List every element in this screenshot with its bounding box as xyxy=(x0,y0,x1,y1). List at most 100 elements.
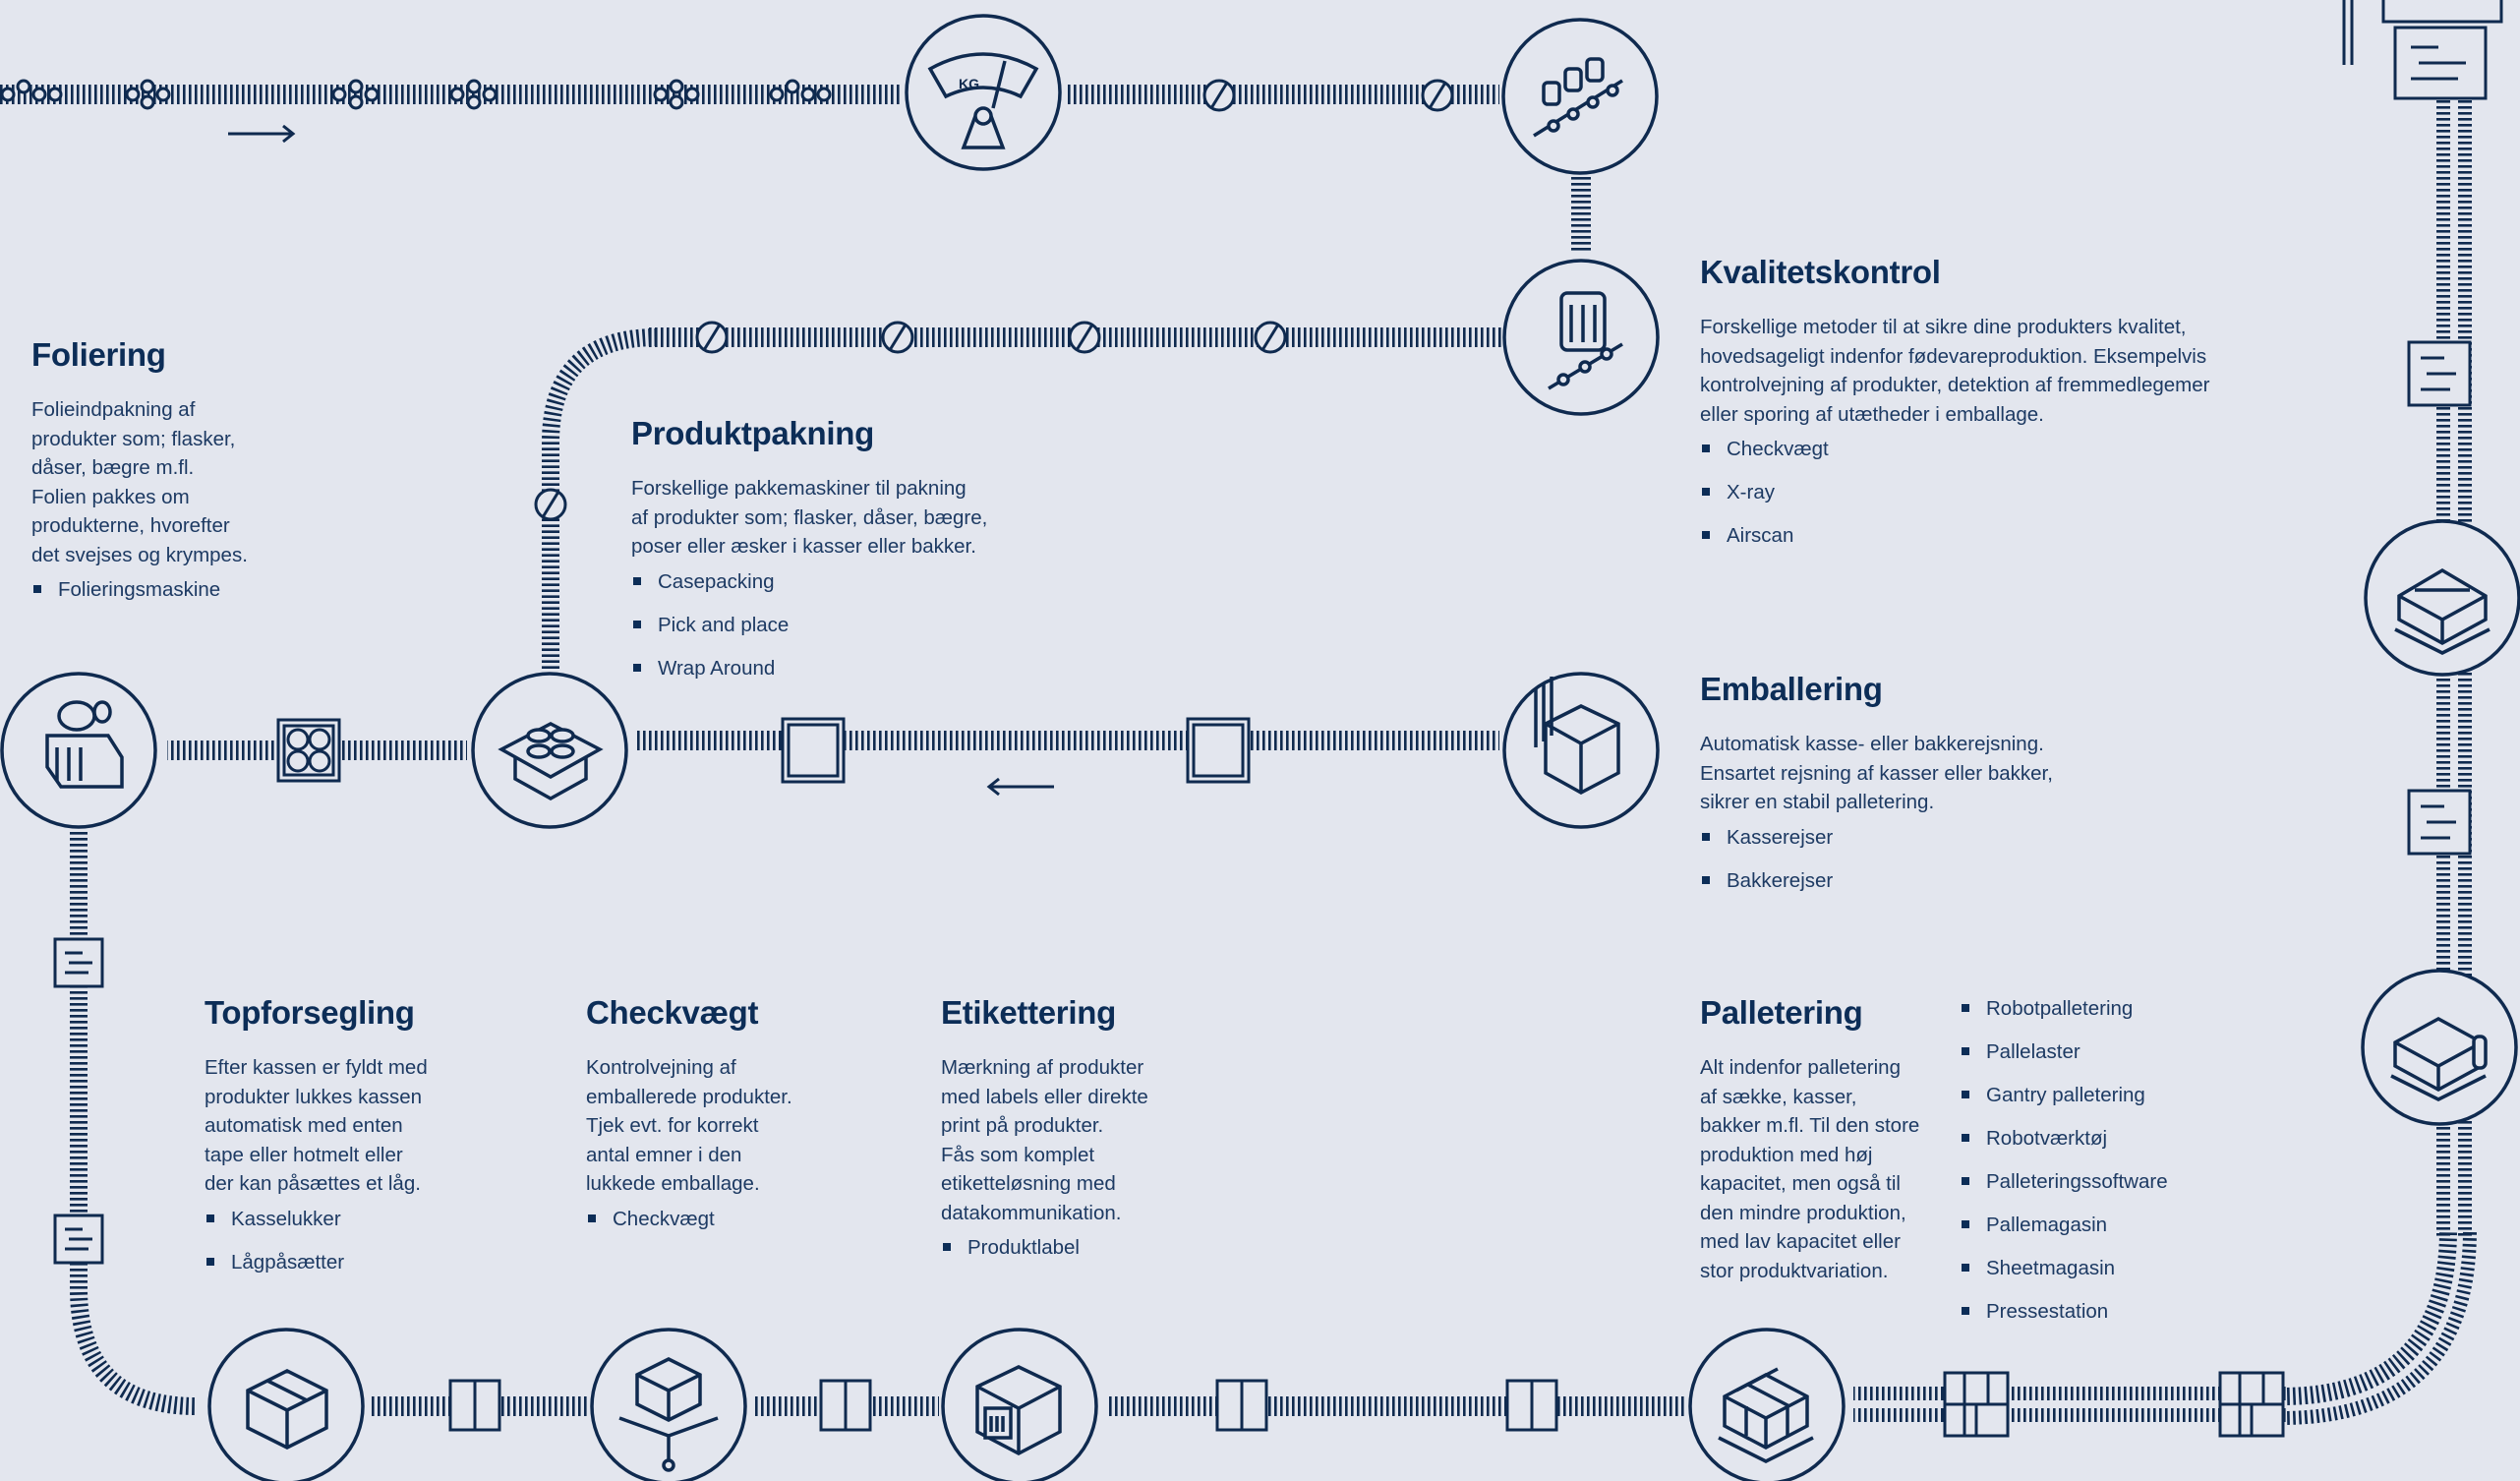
bottle-group-5 xyxy=(653,79,700,110)
conveyor-pallet-curve-2 xyxy=(2280,1228,2477,1425)
list-item: Bakkerejser xyxy=(1700,866,2113,895)
description-line: produktion med høj xyxy=(1700,1143,1873,1166)
section-list: Checkvægt X-ray Airscan xyxy=(1700,435,2290,550)
description-line: der kan påsættes et låg. xyxy=(205,1172,421,1195)
list-item: Robotværktøj xyxy=(1960,1124,2235,1153)
section-description: Forskellige metoder til at sikre dine pr… xyxy=(1700,313,2290,429)
bottle-group-4 xyxy=(449,79,498,110)
pallet-tiles xyxy=(1943,1371,2285,1438)
pallet-stack-icon xyxy=(1688,1328,1846,1481)
list-item: Robotpalletering xyxy=(1960,994,2235,1023)
label-tile-icon xyxy=(53,1214,104,1265)
description-line: bakker m.fl. Til den store xyxy=(1700,1114,1920,1137)
description-line: emballerede produkter. xyxy=(586,1085,792,1108)
can-icon xyxy=(695,321,729,354)
section-title: Emballering xyxy=(1700,671,1883,707)
list-item: Pressestation xyxy=(1960,1297,2235,1326)
list-item: Wrap Around xyxy=(631,654,1044,682)
conveyor-left-vertical xyxy=(70,832,198,1415)
description-line: af sække, kasser, xyxy=(1700,1085,1857,1108)
conveyor-vertical-kvalitet xyxy=(1571,175,1591,254)
pallet-stretch-icon xyxy=(2361,969,2518,1126)
pallet-topview-icon xyxy=(1943,1371,2010,1438)
label-tiles xyxy=(53,0,2503,1265)
section-list: Checkvægt xyxy=(586,1205,842,1233)
can-icon xyxy=(1202,79,1236,112)
description-line: af produkter som; flasker, dåser, bægre, xyxy=(631,505,988,529)
section-title: Topforsegling xyxy=(205,994,415,1031)
list-item: Gantry palletering xyxy=(1960,1081,2235,1109)
section-title: Palletering xyxy=(1700,994,1863,1031)
description-line: stor produktvariation. xyxy=(1700,1259,1889,1282)
section-title: Checkvægt xyxy=(586,994,759,1031)
section-title: Produktpakning xyxy=(631,415,874,451)
box-sideview-icon xyxy=(1215,1379,1268,1432)
exit-frame-icon xyxy=(2342,0,2503,65)
list-item: Pallelaster xyxy=(1960,1037,2235,1066)
label-tile-icon xyxy=(2407,789,2472,856)
conveyor-pallet-curve xyxy=(2280,1228,2457,1405)
conveyor-curve xyxy=(542,328,658,669)
labelled-box-icon xyxy=(941,1328,1098,1481)
section-description: Automatisk kasse- eller bakkerejsning. E… xyxy=(1700,730,2113,817)
box-on-scale-icon xyxy=(590,1328,747,1481)
description-line: dåser, bægre m.fl. xyxy=(31,456,195,479)
box-sideview-icon xyxy=(819,1379,872,1432)
description-line: datakommunikation. xyxy=(941,1201,1122,1224)
description-line: sikrer en stabil palletering. xyxy=(1700,791,1935,813)
open-box-topview-icon xyxy=(781,717,846,784)
can-icon xyxy=(881,321,914,354)
section-list: Kasserejser Bakkerejser xyxy=(1700,823,2113,895)
description-line: etiketteløsning med xyxy=(941,1172,1116,1195)
description-line: Alt indenfor palletering xyxy=(1700,1056,1901,1079)
list-item: Sheetmagasin xyxy=(1960,1254,2235,1282)
section-title: Etikettering xyxy=(941,994,1116,1031)
section-list: Folieringsmaskine xyxy=(31,575,287,604)
film-wrapper-icon xyxy=(0,672,157,829)
label-tile-icon xyxy=(53,937,104,988)
scale-kg-icon: KG xyxy=(905,14,1062,171)
case-packer-icon xyxy=(471,672,628,829)
can-icon xyxy=(1254,321,1287,354)
description-line: tape eller hotmelt eller xyxy=(205,1143,403,1166)
section-description: Kontrolvejning af emballerede produkter.… xyxy=(586,1053,842,1199)
box-with-bottles-icon xyxy=(276,718,341,783)
list-item: Folieringsmaskine xyxy=(31,575,287,604)
section-checkvaegt: Checkvægt Kontrolvejning af emballerede … xyxy=(586,994,842,1248)
section-list: Casepacking Pick and place Wrap Around xyxy=(631,567,1044,682)
pallet-wrapped-icon xyxy=(2364,519,2520,677)
section-description: Forskellige pakkemaskiner til pakning af… xyxy=(631,474,1044,562)
description-line: lukkede emballage. xyxy=(586,1172,760,1195)
list-item: Checkvægt xyxy=(1700,435,2290,463)
description-line: Forskellige pakkemaskiner til pakning xyxy=(631,477,967,500)
section-list: Produktlabel xyxy=(941,1233,1197,1262)
description-line: antal emner i den xyxy=(586,1143,742,1166)
stations: KG xyxy=(0,14,2520,1481)
list-item: Airscan xyxy=(1700,521,2290,550)
boxes-on-conveyor xyxy=(276,717,1558,1432)
can-icon xyxy=(1068,321,1101,354)
arrow-right-icon xyxy=(228,124,296,144)
section-emballering: Emballering Automatisk kasse- eller bakk… xyxy=(1700,671,2113,910)
label-tile-icon xyxy=(2393,26,2488,100)
flow-arrows xyxy=(228,124,1054,797)
description-line: Folieindpakning af xyxy=(31,398,196,421)
section-list: Kasselukker Lågpåsætter xyxy=(205,1205,480,1276)
list-item: Pick and place xyxy=(631,611,1044,639)
description-line: Kontrolvejning af xyxy=(586,1056,736,1079)
list-item: Checkvægt xyxy=(586,1205,842,1233)
description-line: det svejses og krympes. xyxy=(31,543,248,566)
conveyor-middle-right xyxy=(637,731,1499,750)
description-line: den mindre produktion, xyxy=(1700,1201,1906,1224)
description-line: print på produkter. xyxy=(941,1114,1104,1137)
description-line: hovedsageligt indenfor fødevareproduktio… xyxy=(1700,344,2207,368)
description-line: poser eller æsker i kasser eller bakker. xyxy=(631,535,976,558)
description-line: produkter lukkes kassen xyxy=(205,1085,423,1108)
section-etikettering: Etikettering Mærkning af produkter med l… xyxy=(941,994,1197,1276)
description-line: Fås som komplet xyxy=(941,1143,1095,1166)
description-line: Ensartet rejsning af kasser eller bakker… xyxy=(1700,761,2053,785)
description-line: kontrolvejning af produkter, detektion a… xyxy=(1700,374,2210,396)
description-line: kapacitet, men også til xyxy=(1700,1172,1901,1195)
section-title: Foliering xyxy=(31,336,166,373)
